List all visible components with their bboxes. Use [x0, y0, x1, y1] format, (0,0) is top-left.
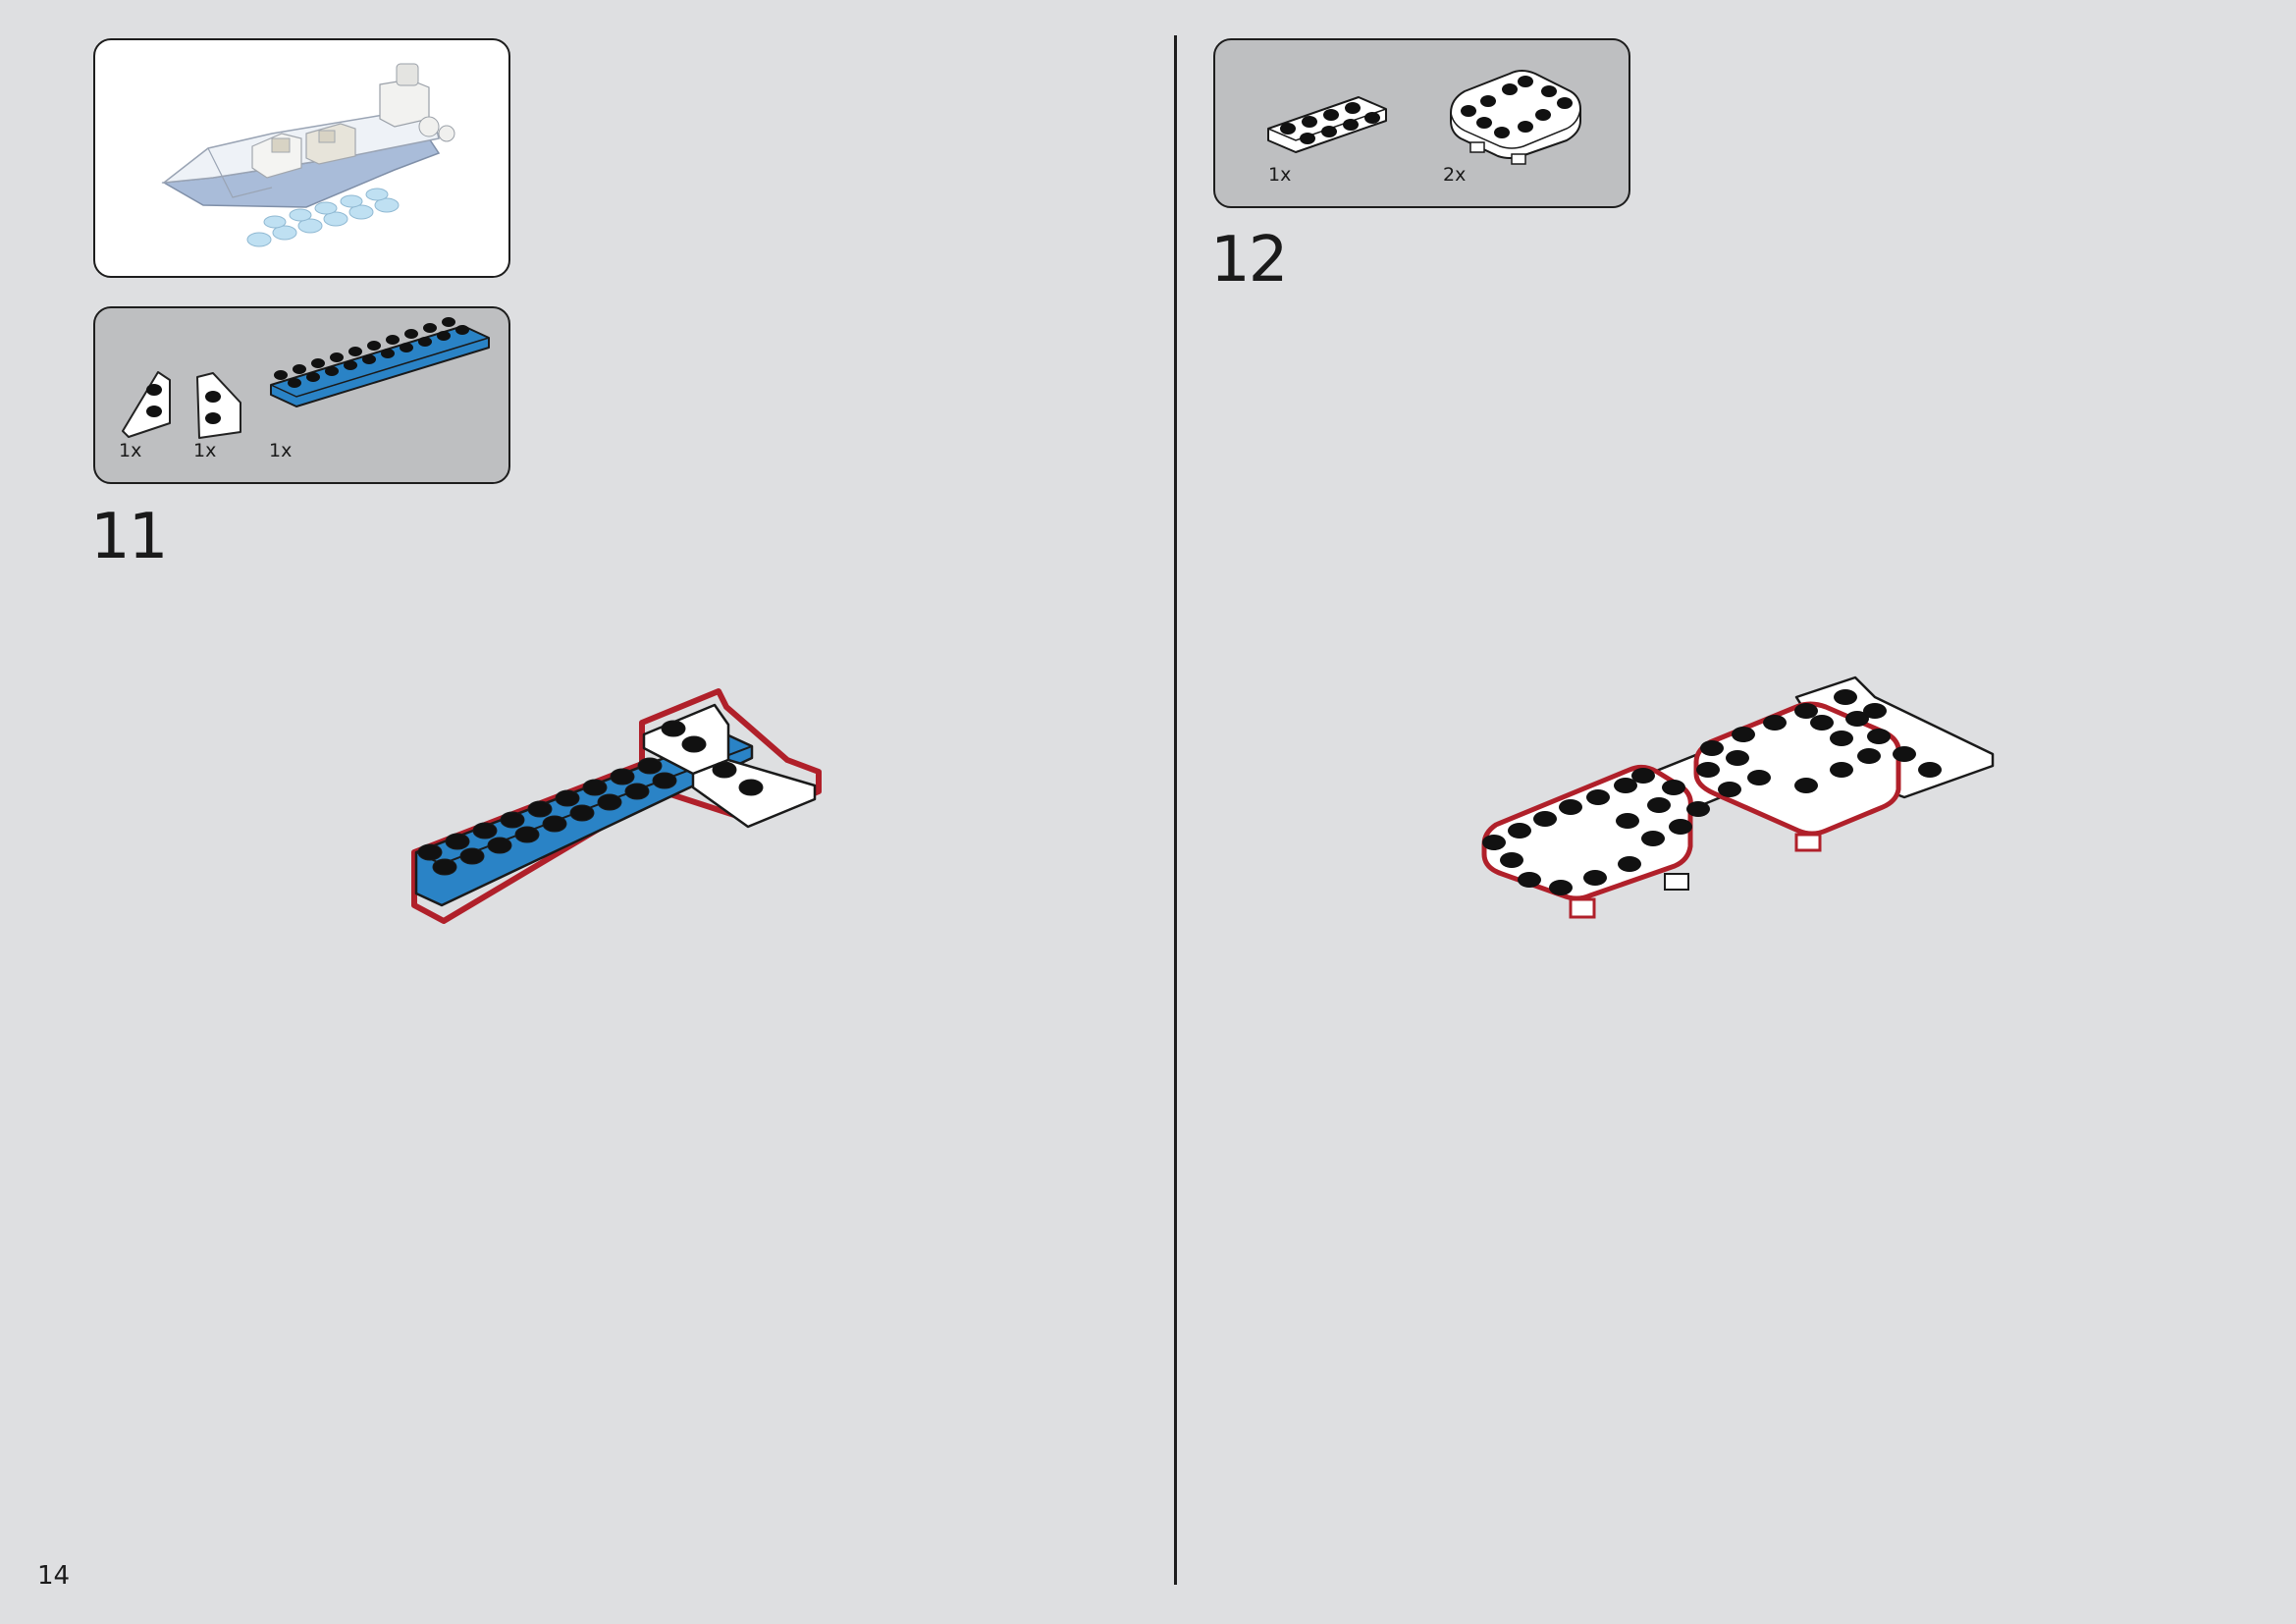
page-number: 14 [37, 1561, 71, 1591]
white-wedge-plate-left-icon [122, 371, 171, 438]
part-qty: 2x [1443, 164, 1467, 186]
part-qty: 1x [269, 440, 293, 461]
part-qty: 1x [119, 440, 142, 461]
step-12-build-illustration [1481, 676, 1995, 919]
parts-list-panel-step-11: 1x 1x 1x [93, 306, 510, 484]
step-11-build-illustration [411, 688, 822, 924]
parts-list-panel-step-12: 1x 2x [1213, 38, 1630, 208]
step-number: 11 [90, 501, 168, 573]
blue-plate-2x10-icon [270, 317, 490, 407]
part-qty: 1x [1268, 164, 1292, 186]
white-wedge-plate-right-icon [196, 372, 241, 439]
boat-assembly-preview-icon [161, 63, 455, 247]
part-qty: 1x [193, 440, 217, 461]
white-plate-2x4-icon [1267, 96, 1387, 153]
page-divider [1174, 35, 1177, 1585]
white-rounded-plate-4x4-icon [1450, 70, 1581, 165]
step-number: 12 [1210, 224, 1288, 297]
sub-model-preview-panel [93, 38, 510, 278]
